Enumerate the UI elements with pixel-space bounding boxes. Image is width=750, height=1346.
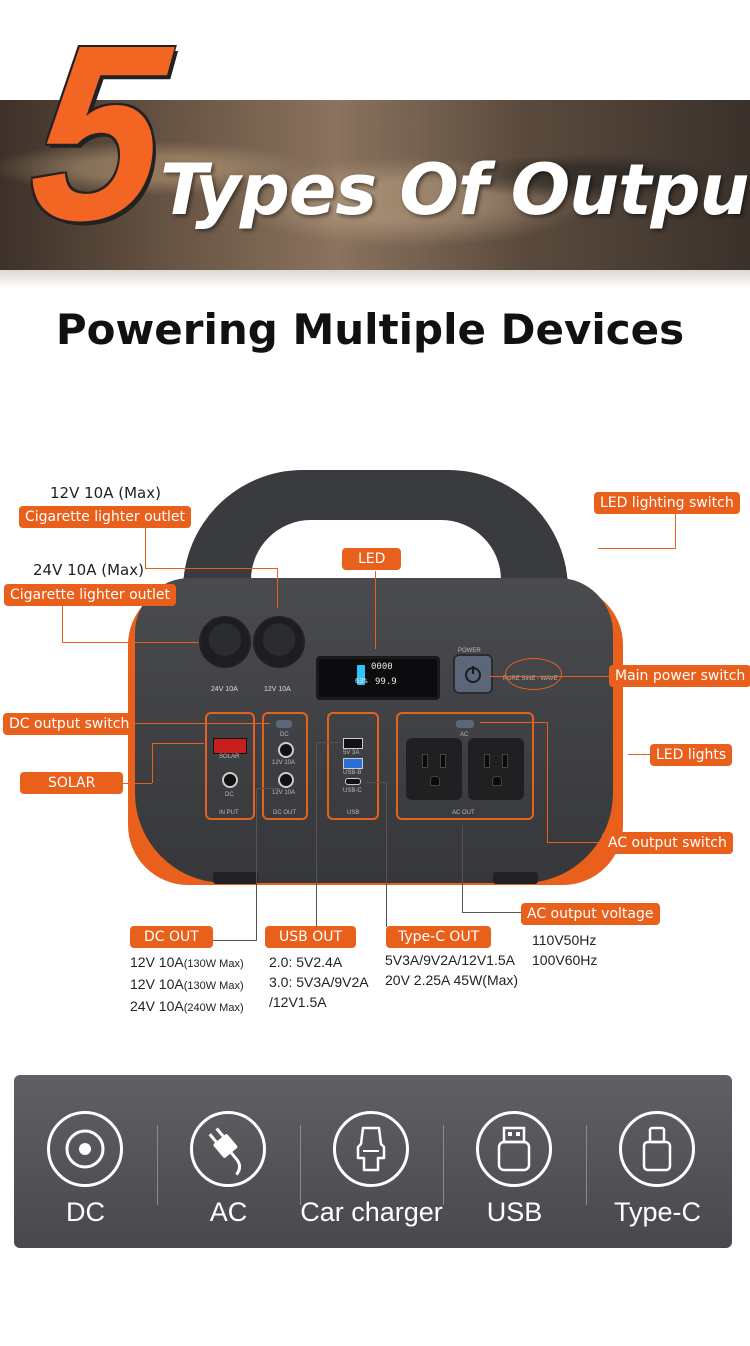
dc-icon bbox=[65, 1129, 105, 1169]
ac-out-specs: 110V50Hz 100V60Hz bbox=[532, 932, 598, 968]
main-power-button[interactable] bbox=[453, 654, 493, 694]
output-type-usb: USB bbox=[443, 1075, 586, 1248]
usb-port-label: USB-C bbox=[343, 788, 362, 794]
ac-label: AC bbox=[460, 732, 469, 738]
big-number: 5 bbox=[20, 0, 169, 272]
usb-c-port bbox=[345, 778, 361, 785]
led-switch-tag: LED lighting switch bbox=[594, 492, 740, 514]
dc-out-specs: 12V 10A(130W Max) 12V 10A(130W Max) 24V … bbox=[130, 954, 244, 1014]
usb-out-tag: USB OUT bbox=[265, 926, 357, 948]
dc-switch-tag: DC output switch bbox=[3, 713, 136, 735]
usb-port-label: 5V 3A bbox=[343, 750, 360, 756]
dc-input-label: DC bbox=[225, 792, 234, 798]
led-lights-tag: LED lights bbox=[650, 744, 733, 766]
dc-input-port bbox=[222, 772, 238, 788]
output-type-label: AC bbox=[209, 1197, 248, 1227]
usb-panel: 5V 3A USB-B USB-C USB bbox=[327, 712, 379, 820]
car-charger-icon bbox=[356, 1126, 386, 1172]
cig1-tag: Cigarette lighter outlet bbox=[19, 506, 192, 528]
dc-output-switch[interactable] bbox=[276, 720, 292, 728]
output-type-label: Car charger bbox=[300, 1197, 443, 1227]
usb-panel-label: USB bbox=[347, 810, 360, 816]
dc-label: DC bbox=[280, 732, 289, 738]
ac-output-switch[interactable] bbox=[456, 720, 474, 728]
output-type-label: USB bbox=[486, 1197, 543, 1227]
dc-out-tag: DC OUT bbox=[130, 926, 213, 948]
solar-label: SOLAR bbox=[219, 754, 240, 760]
cig2-note: 24V 10A (Max) bbox=[33, 561, 144, 579]
solar-anderson-port bbox=[213, 738, 247, 754]
output-type-car-charger: Car charger bbox=[300, 1075, 443, 1248]
output-type-label: Type-C bbox=[613, 1197, 702, 1227]
output-type-ac: AC bbox=[157, 1075, 300, 1248]
usb-b-port bbox=[343, 758, 363, 769]
subheadline: Powering Multiple Devices bbox=[55, 305, 685, 354]
dc-out-panel: DC 12V 10A 12V 10A DC OUT bbox=[262, 712, 308, 820]
lcd-display: 0000 63% 99.9 bbox=[316, 656, 440, 700]
cigarette-socket-12v bbox=[253, 616, 305, 668]
power-station: 24V 10A 12V 10A 0000 63% 99.9 POWER PURE… bbox=[123, 470, 628, 890]
cig2-tag: Cigarette lighter outlet bbox=[4, 584, 177, 606]
dc-out-panel-label: DC OUT bbox=[273, 810, 296, 816]
power-label: POWER bbox=[458, 648, 481, 654]
input-panel-label: IN PUT bbox=[219, 810, 239, 816]
ac-switch-tag: AC output switch bbox=[602, 832, 733, 854]
ac-out-panel-label: AC OUT bbox=[452, 810, 475, 816]
output-types-bar: DC AC Car charger bbox=[14, 1075, 732, 1248]
typec-out-specs: 5V3A/9V2A/12V1.5A 20V 2.25A 45W(Max) bbox=[385, 952, 519, 988]
lcd-top: 0000 bbox=[371, 662, 393, 672]
power-icon bbox=[465, 666, 481, 683]
ac-out-panel: AC AC OUT bbox=[396, 712, 534, 820]
dc-out-port-1 bbox=[278, 742, 294, 758]
output-type-type-c: Type-C bbox=[586, 1075, 729, 1248]
output-type-label: DC bbox=[66, 1197, 105, 1227]
header-banner bbox=[0, 100, 750, 288]
usb-out-specs: 2.0: 5V2.4A 3.0: 5V3A/9V2A /12V1.5A bbox=[269, 954, 369, 1010]
ac-plug-icon bbox=[208, 1127, 242, 1176]
dc-port-label: 12V 10A bbox=[272, 760, 296, 766]
solar-tag: SOLAR bbox=[20, 772, 124, 794]
sine-wave-label: PURE SINE - WAVE bbox=[503, 676, 558, 682]
ac-outlet-2 bbox=[468, 738, 524, 800]
dc-out-port-2 bbox=[278, 772, 294, 788]
type-c-icon bbox=[642, 1126, 672, 1172]
cig1-note: 12V 10A (Max) bbox=[50, 484, 161, 502]
typec-out-tag: Type-C OUT bbox=[386, 926, 492, 948]
lcd-bottom-right: 99.9 bbox=[375, 677, 397, 687]
socket-label: 12V 10A bbox=[264, 686, 291, 693]
led-tag: LED bbox=[342, 548, 402, 570]
main-power-tag: Main power switch bbox=[609, 665, 750, 687]
usb-a-port bbox=[343, 738, 363, 749]
usb-port-label: USB-B bbox=[343, 770, 362, 776]
socket-label: 24V 10A bbox=[211, 686, 238, 693]
output-type-dc: DC bbox=[14, 1075, 157, 1248]
headline: Types Of Output bbox=[160, 149, 750, 231]
usb-icon bbox=[497, 1126, 531, 1172]
ac-outlet-1 bbox=[406, 738, 462, 800]
battery-icon bbox=[357, 665, 365, 685]
cigarette-socket-24v bbox=[199, 616, 251, 668]
ac-voltage-tag: AC output voltage bbox=[521, 903, 660, 925]
input-panel: SOLAR DC IN PUT bbox=[205, 712, 255, 820]
lcd-bottom-left: 63% bbox=[355, 677, 368, 685]
dc-port-label: 12V 10A bbox=[272, 790, 296, 796]
